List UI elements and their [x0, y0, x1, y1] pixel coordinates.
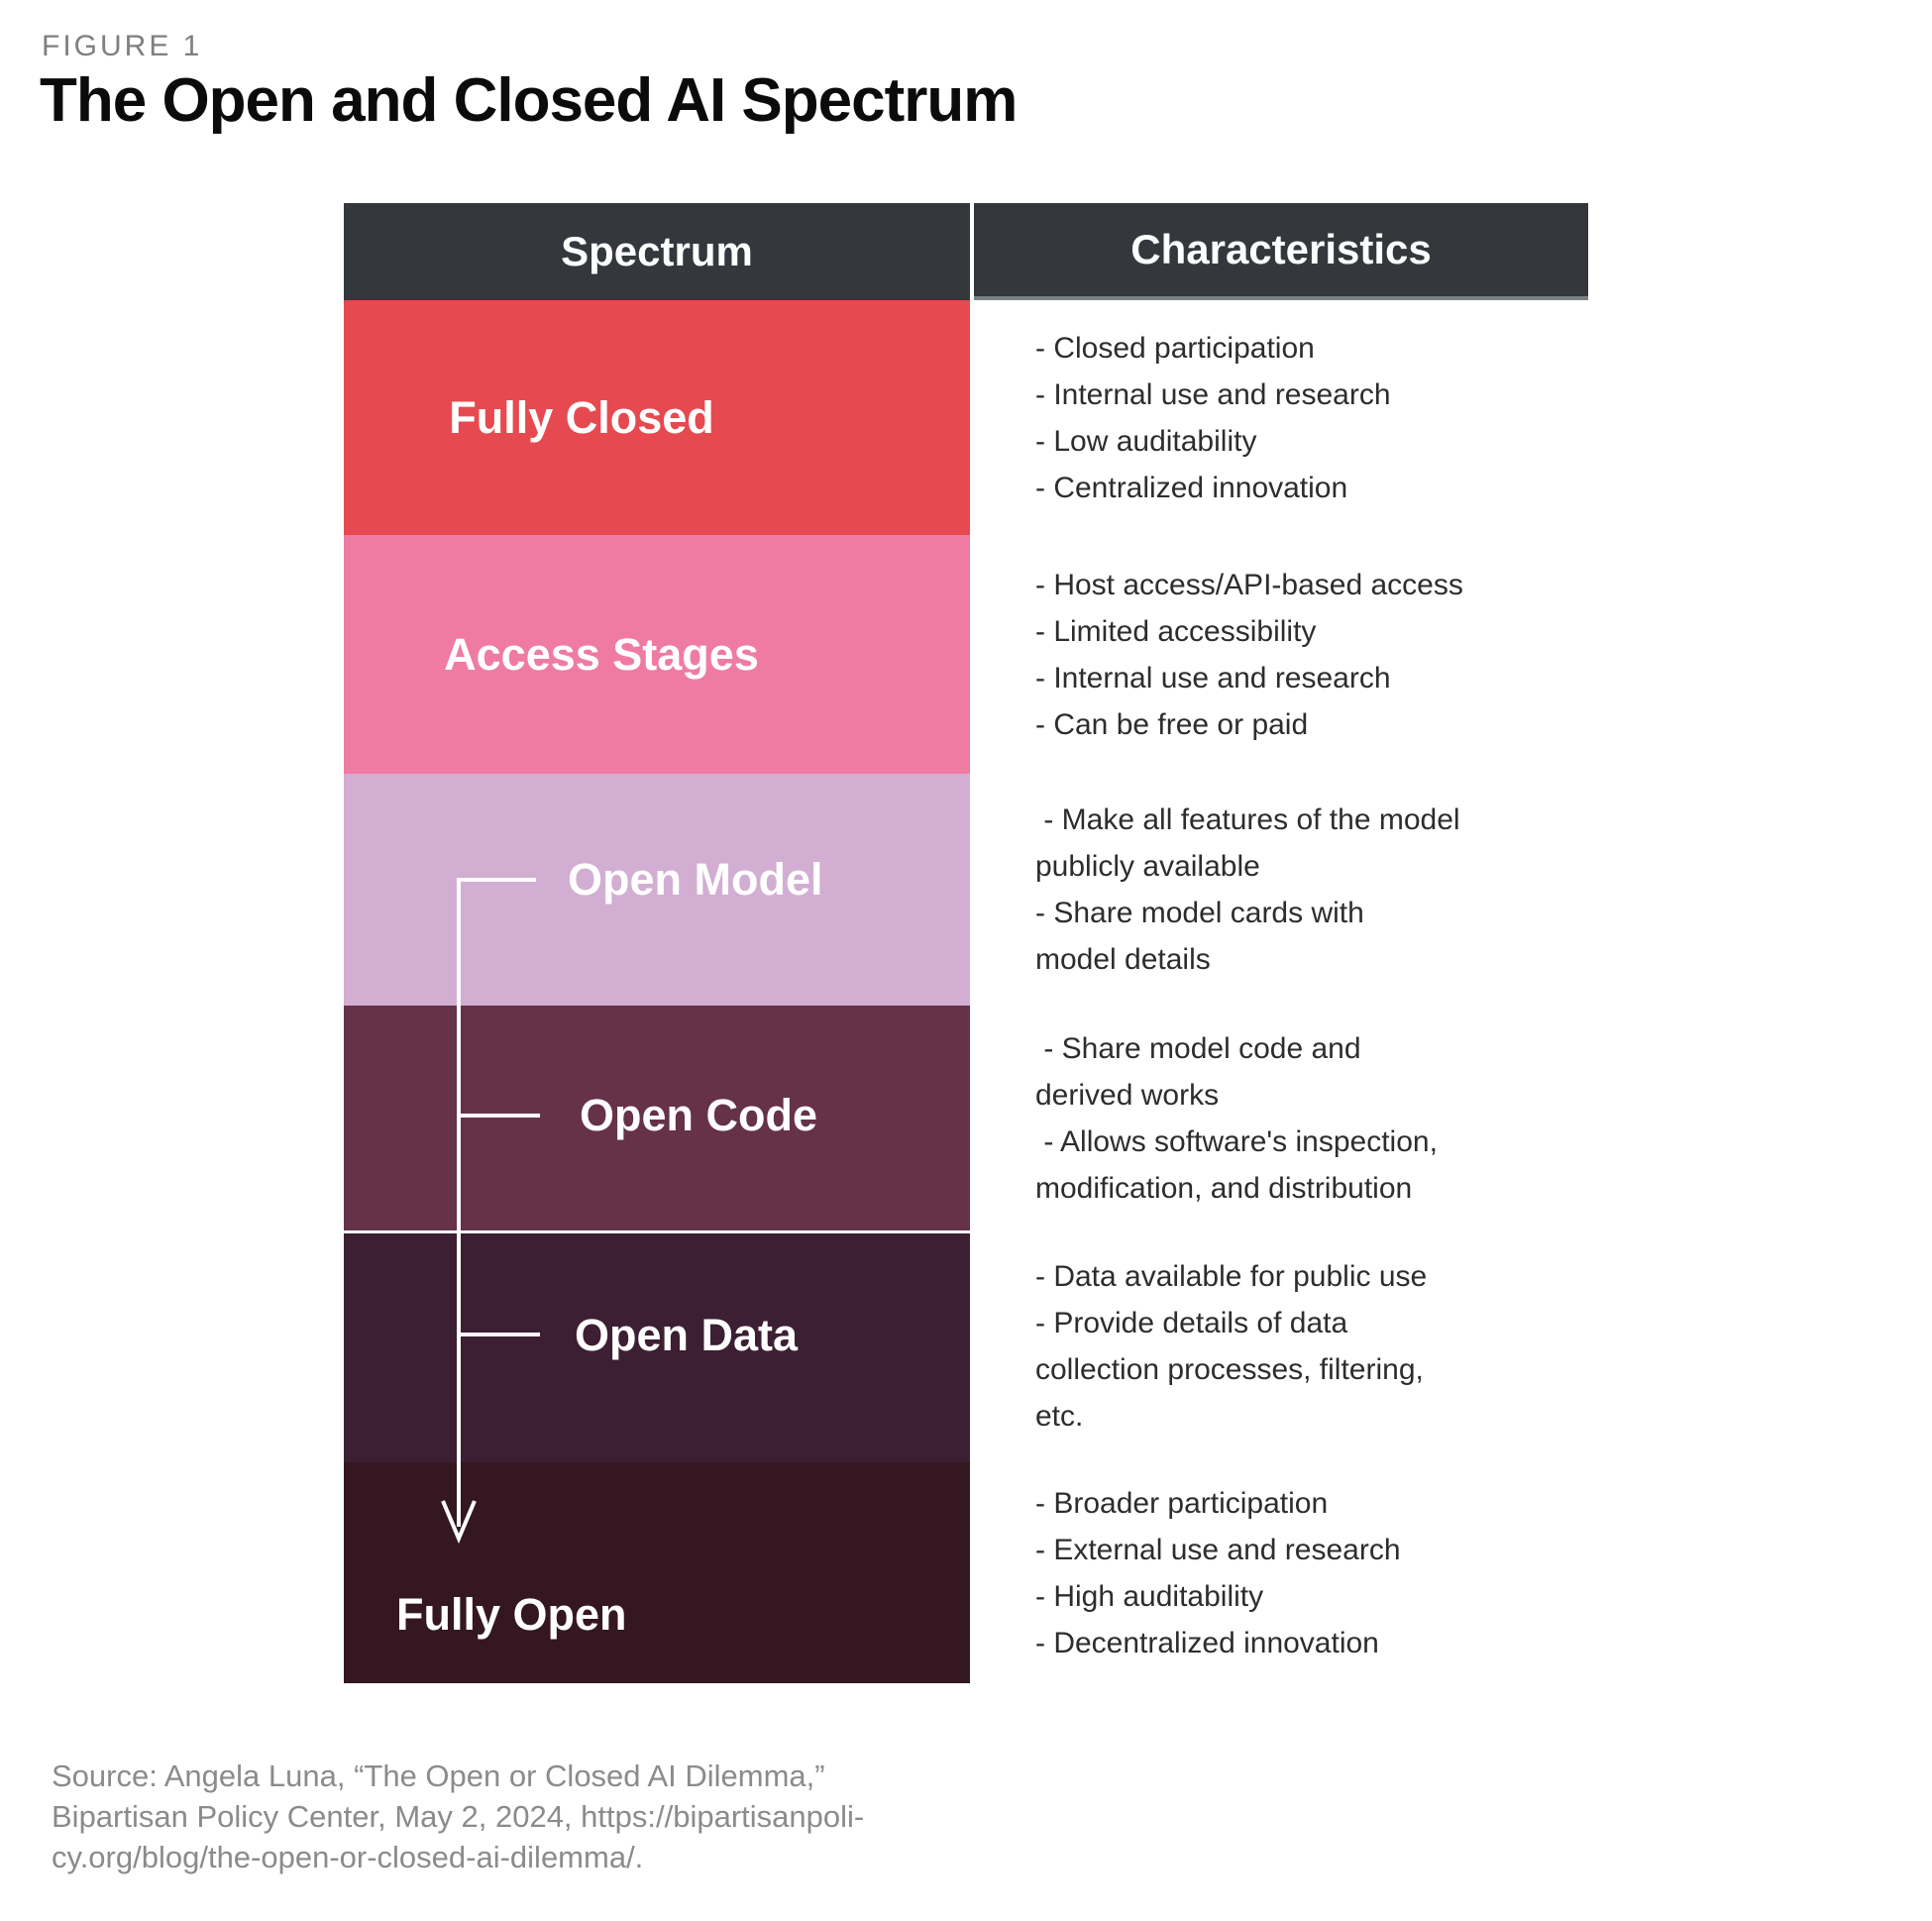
bullet-line: - Share model code and	[1035, 1031, 1361, 1065]
bullet-line: - Centralized innovation	[1035, 471, 1348, 504]
characteristics-fully-closed: - Closed participation - Internal use an…	[974, 300, 1588, 535]
bullet-line: - Can be free or paid	[1035, 707, 1309, 741]
bullet-line: - High auditability	[1035, 1579, 1264, 1613]
bullet-line: - Low auditability	[1035, 424, 1257, 458]
source-line: Source: Angela Luna, “The Open or Closed…	[52, 1759, 825, 1793]
figure-label: FIGURE 1	[42, 30, 203, 62]
bullet-line: - External use and research	[1035, 1533, 1401, 1566]
bullet-line: - Share model cards with	[1035, 897, 1364, 929]
bullet-line: - Allows software's inspection,	[1035, 1124, 1438, 1158]
bullet-line: collection processes, filtering,	[1035, 1353, 1424, 1386]
characteristics-column-header: Characteristics	[974, 203, 1588, 300]
bullet-line: etc.	[1035, 1400, 1084, 1433]
bullet-line: - Broader participation	[1035, 1486, 1329, 1520]
spectrum-row-access-stages: Access Stages	[344, 535, 970, 774]
spectrum-column-header: Spectrum	[344, 203, 970, 300]
source-line: cy.org/blog/the-open-or-closed-ai-dilemm…	[52, 1840, 644, 1874]
bullet-line: - Decentralized innovation	[1035, 1626, 1379, 1659]
bullet-line: modification, and distribution	[1035, 1171, 1413, 1205]
spectrum-row-open-data: Open Data	[344, 1230, 970, 1462]
row-label-fully-open: Fully Open	[396, 1589, 627, 1640]
bullet-line: - Limited accessibility	[1035, 614, 1317, 648]
bullet-line: - Data available for public use	[1035, 1260, 1428, 1293]
characteristics-open-data: - Data available for public use - Provid…	[974, 1230, 1588, 1462]
bullet-line: - Internal use and research	[1035, 661, 1391, 694]
page-title: The Open and Closed AI Spectrum	[40, 66, 1018, 135]
source-citation: Source: Angela Luna, “The Open or Closed…	[52, 1756, 864, 1877]
bullet-line: derived works	[1035, 1078, 1220, 1112]
row-label-fully-closed: Fully Closed	[449, 391, 714, 443]
bullet-line: model details	[1035, 943, 1211, 976]
bullet-line: - Provide details of data	[1035, 1307, 1348, 1339]
characteristics-fully-open: - Broader participation - External use a…	[974, 1462, 1588, 1683]
bullet-line: - Make all features of the model	[1035, 803, 1460, 836]
row-label-open-data: Open Data	[575, 1310, 799, 1360]
spectrum-row-open-code: Open Code	[344, 1006, 970, 1230]
bullet-line: - Host access/API-based access	[1035, 568, 1463, 601]
bullet-line: - Internal use and research	[1035, 377, 1391, 411]
spectrum-row-open-model: Open Model	[344, 774, 970, 1006]
spectrum-row-fully-open: Fully Open	[344, 1462, 970, 1683]
characteristics-access-stages: - Host access/API-based access - Limited…	[974, 535, 1588, 774]
row-label-access-stages: Access Stages	[444, 628, 759, 680]
characteristics-open-model: - Make all features of the model publicl…	[974, 774, 1588, 1006]
bullet-line: publicly available	[1035, 850, 1260, 883]
characteristics-open-code: - Share model code and derived works - A…	[974, 1006, 1588, 1230]
spectrum-row-fully-closed: Fully Closed	[344, 300, 970, 535]
row-label-open-model: Open Model	[568, 854, 823, 905]
spectrum-table: Spectrum Fully Closed Access Stages Open…	[344, 203, 1588, 1683]
source-line: Bipartisan Policy Center, May 2, 2024, h…	[52, 1799, 865, 1834]
row-label-open-code: Open Code	[580, 1090, 818, 1140]
bullet-line: - Closed participation	[1035, 331, 1315, 365]
